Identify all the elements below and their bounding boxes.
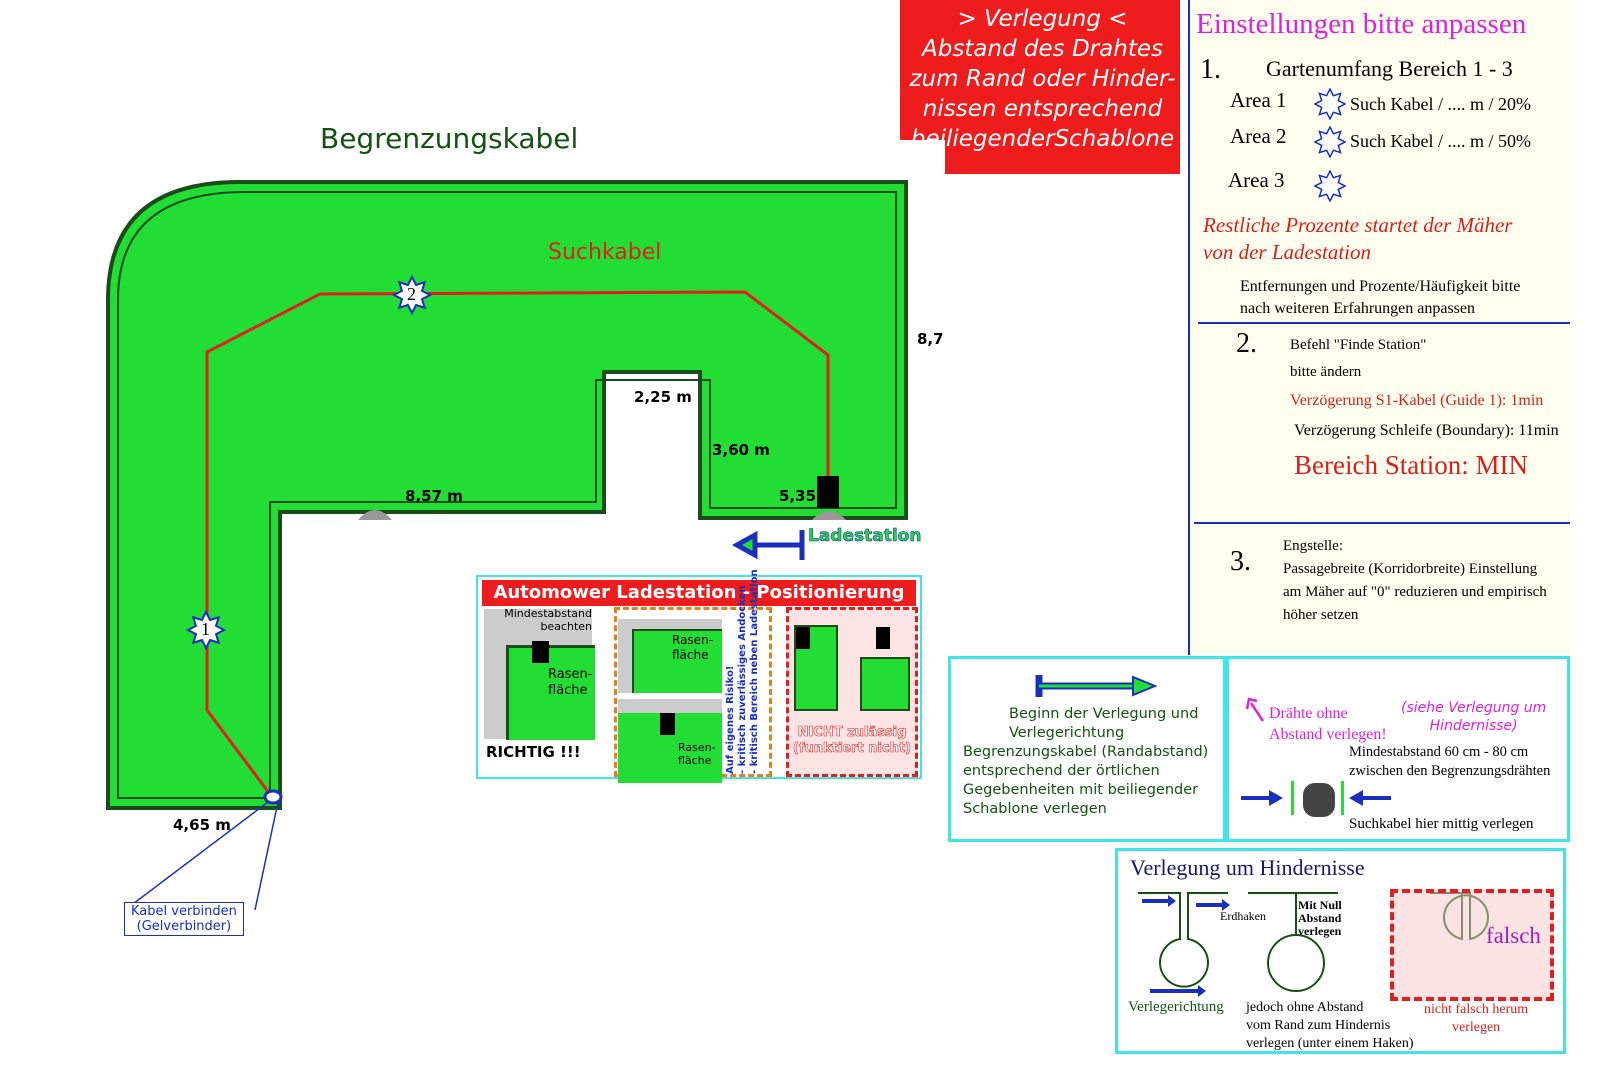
measure-label: 8,7 (917, 330, 944, 348)
arrow-right-icon (1241, 790, 1283, 806)
obstacle-box: Verlegung um Hindernisse Verlegerichtung… (1115, 848, 1566, 1054)
mower-icon (1303, 783, 1335, 817)
arrow-left-icon (1349, 790, 1391, 806)
measure-label: 3,60 m (712, 441, 770, 459)
lawn-area (106, 180, 908, 810)
ladestation-label: Ladestation (808, 526, 922, 547)
measure-label: 5,35 (779, 487, 817, 505)
arrow-right-icon (1035, 675, 1158, 697)
search-cable (205, 290, 830, 798)
star-icon (1314, 126, 1346, 158)
star-1-icon (185, 609, 227, 651)
star-icon (1314, 170, 1346, 202)
arrow-left-icon (731, 530, 805, 560)
suchkabel-label: Suchkabel (548, 240, 662, 265)
hook-icon (812, 511, 846, 520)
connector-label: Kabel verbinden(Gelverbinder) (124, 902, 244, 936)
lawn-diagram (106, 180, 908, 911)
star-1-label: 1 (201, 619, 210, 639)
settings-title: Einstellungen bitte anpassen (1196, 8, 1527, 40)
measure-label: 4,65 m (173, 816, 231, 834)
diagram-title: Begrenzungskabel (320, 122, 579, 155)
connector (263, 789, 283, 805)
arrow-up-left-icon (1245, 697, 1265, 722)
measure-label: 2,25 m (634, 388, 692, 406)
positioning-box: Automower Ladestation - Positionierung M… (476, 569, 922, 783)
measure-label: 8,57 m (405, 487, 463, 505)
star-2-icon (391, 274, 433, 316)
settings-panel: Einstellungen bitte anpassen 1. Gartenum… (1188, 0, 1570, 655)
boundary-wire (117, 191, 897, 799)
star-icon (1314, 88, 1346, 120)
charging-station (817, 476, 839, 508)
star-2-label: 2 (407, 284, 416, 304)
hook-icon (358, 510, 392, 520)
